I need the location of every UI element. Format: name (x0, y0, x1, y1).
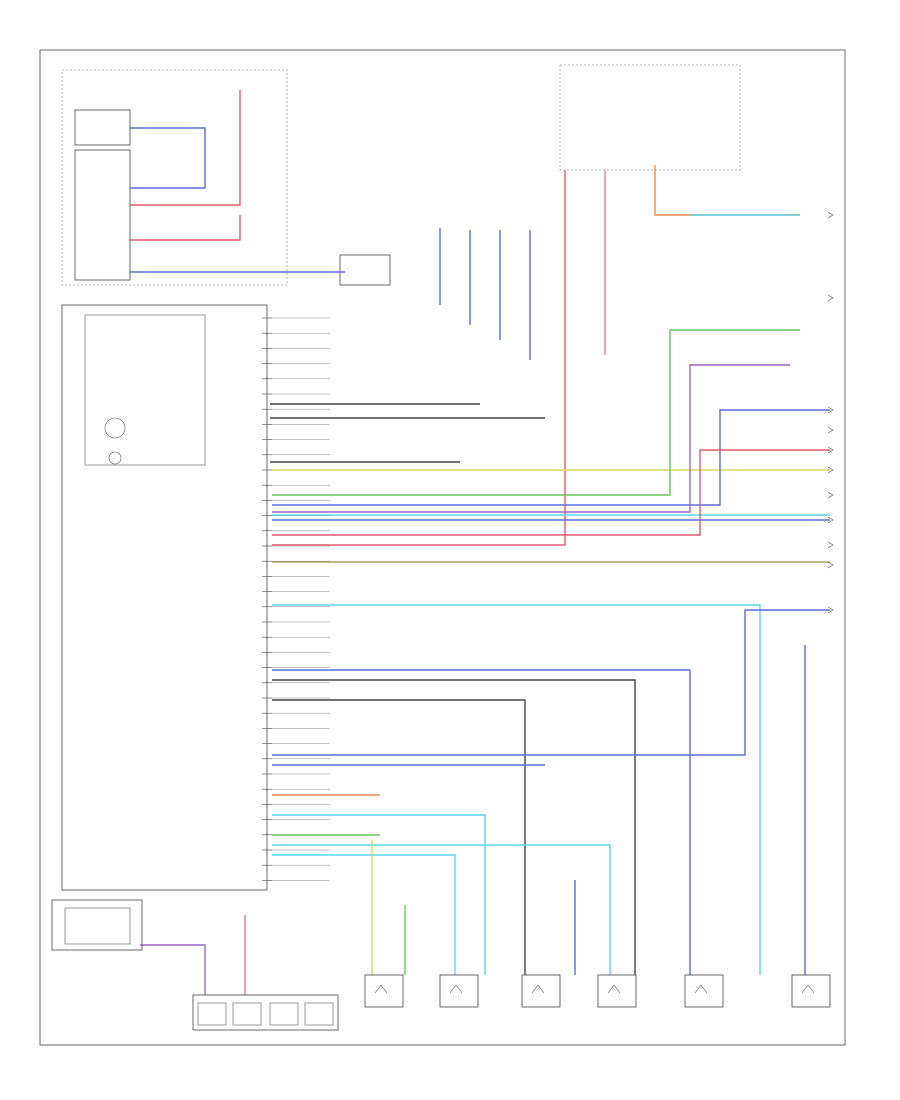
squib-module-2 (439, 974, 479, 1008)
squib-symbol-3 (531, 984, 545, 994)
wire-blue-19 (272, 669, 691, 975)
terminal-arrow-8 (827, 516, 834, 524)
squib-symbol-1 (374, 984, 388, 994)
passenger-seat-module (74, 149, 131, 281)
wire-black-21 (272, 699, 526, 975)
squib-symbol-5 (694, 984, 708, 994)
right-edge-terminals (827, 211, 834, 614)
terminal-arrow-11 (827, 606, 834, 614)
squib-symbol-6 (801, 984, 815, 994)
top-right-fuse-box (559, 64, 741, 171)
squib-modules (364, 974, 831, 1008)
squib-symbol-4 (607, 984, 621, 994)
terminal-arrow-1 (827, 211, 834, 219)
wire-red-2 (130, 215, 241, 241)
squib-symbol-2 (449, 984, 463, 994)
wire-cyan-18 (272, 604, 761, 975)
switch-box-upper (84, 314, 206, 466)
squib-module-1 (364, 974, 404, 1008)
wire-red-1 (130, 90, 241, 206)
sensor-symbol-1 (104, 417, 126, 439)
airbag-control-module (61, 304, 268, 891)
terminal-arrow-7 (827, 491, 834, 499)
terminal-arrow-3 (827, 406, 834, 414)
squib-module-3 (521, 974, 561, 1008)
squib-module-6 (791, 974, 831, 1008)
occupant-sensor-inner (64, 907, 131, 945)
sensor-symbol-2 (108, 451, 122, 465)
wire-purple-29 (140, 944, 206, 995)
top-left-panel (61, 69, 288, 286)
junction-block (339, 254, 391, 286)
wire-red-5 (272, 170, 566, 546)
connector-pins (262, 317, 330, 881)
wire-blue-0 (130, 127, 206, 189)
terminal-arrow-5 (827, 446, 834, 454)
wire-blue-12 (272, 409, 830, 506)
wire-cyan-25 (272, 814, 486, 975)
wire-blue-4 (439, 228, 531, 360)
wire-black-9 (270, 403, 545, 463)
diagram-frame (39, 49, 846, 1046)
wire-cyan-28 (272, 854, 456, 975)
wire-orange-7 (654, 165, 800, 216)
wire-purple-13 (272, 364, 790, 513)
terminal-arrow-6 (827, 466, 834, 474)
squib-module-4 (597, 974, 637, 1008)
wire-cyan-27 (272, 844, 611, 975)
bottom-connectors (192, 994, 339, 1031)
wire-blue-22 (272, 609, 830, 756)
wire-layer (130, 90, 830, 995)
terminal-arrow-10 (827, 561, 834, 569)
squib-module-5 (684, 974, 724, 1008)
wire-black-20 (272, 679, 636, 975)
terminal-arrow-9 (827, 541, 834, 549)
terminal-arrow-4 (827, 426, 834, 434)
wire-green-11 (272, 329, 800, 496)
wire-red-16 (272, 449, 830, 536)
occupant-sensor-module (51, 899, 143, 951)
occupant-classification-sensor (74, 109, 131, 146)
terminal-arrow-2 (827, 294, 834, 302)
